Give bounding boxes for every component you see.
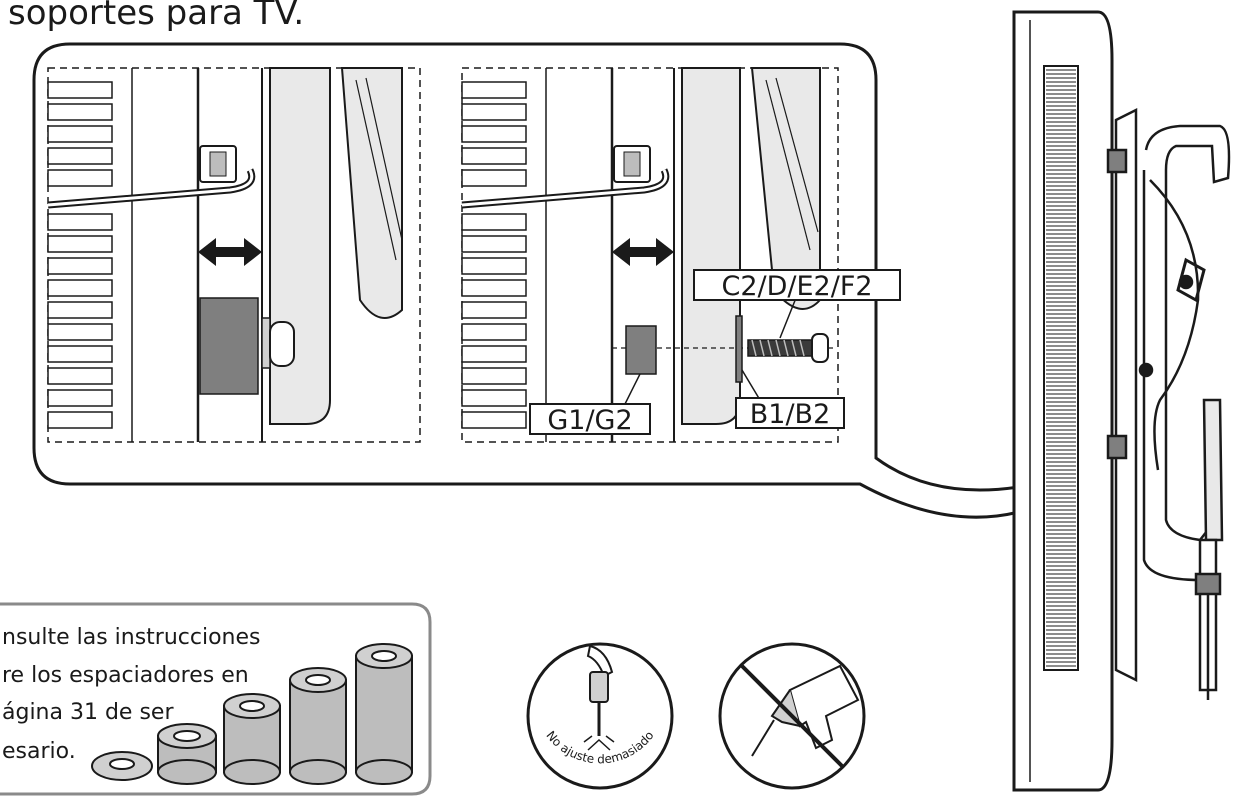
svg-text:B1/B2: B1/B2 (750, 399, 831, 430)
cable-plug (199, 145, 237, 183)
callout-bubble (32, 42, 1110, 519)
tv-vent-slats (461, 81, 527, 429)
washer-part (735, 315, 743, 383)
svg-text:G1/G2: G1/G2 (547, 405, 632, 436)
spacer-block (625, 325, 657, 375)
spacer-stack-icons (91, 643, 413, 785)
bolt-head (261, 317, 295, 369)
hand-screwdriver-icon: No ajuste demasiado (526, 642, 674, 790)
double-arrow-icon (612, 238, 674, 266)
note-line-3: ágina 31 de ser (2, 700, 174, 725)
spacer-note-box: nsulte las instrucciones re los espaciad… (0, 602, 432, 796)
cable-plug (613, 145, 651, 183)
note-line-1: nsulte las instrucciones (2, 625, 261, 650)
page-title: soportes para TV. (8, 0, 304, 33)
label-washer: B1/B2 (735, 397, 845, 430)
detail-panel-left (47, 67, 421, 443)
label-spacer: G1/G2 (529, 403, 651, 436)
tv-side-view (1012, 10, 1114, 792)
detail-panel-right: C2/D/E2/F2 G1/G2 B1/B2 (461, 67, 901, 443)
svg-text:C2/D/E2/F2: C2/D/E2/F2 (721, 271, 872, 302)
no-power-drill-icon (718, 642, 866, 790)
tv-vent-slats (47, 81, 113, 429)
double-arrow-icon (198, 238, 262, 266)
spacer-block (199, 297, 259, 395)
note-line-2: re los espaciadores en (2, 663, 249, 688)
tv-vent-column (1043, 65, 1079, 671)
wall-bracket (1106, 107, 1231, 700)
note-line-4: esario. (2, 739, 76, 764)
bolt-part (747, 333, 829, 363)
label-bolt-set: C2/D/E2/F2 (693, 269, 901, 302)
